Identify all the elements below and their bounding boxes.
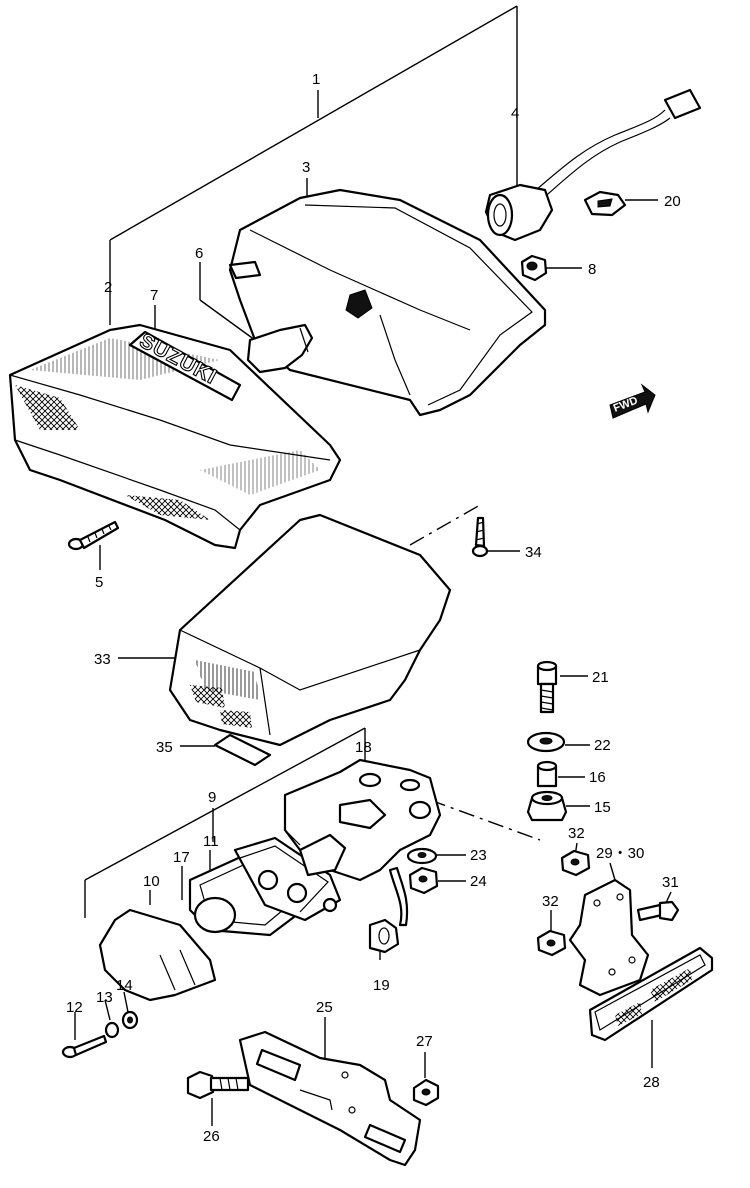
- callout-6: 6: [195, 245, 203, 262]
- callout-32a: 32: [568, 825, 585, 842]
- screw-part-5: [67, 520, 120, 551]
- nut-part-32a: [560, 849, 591, 877]
- callout-17: 17: [173, 849, 190, 866]
- callout-10: 10: [143, 873, 160, 890]
- callout-2: 2: [104, 279, 112, 296]
- bulb-part: [246, 323, 314, 374]
- callout-9: 9: [208, 789, 216, 806]
- screw-part-12: [61, 1034, 108, 1059]
- callout-labels: 1 2 3 4 5 6 7 8 9 10 11 12 13 14 15 16 1…: [66, 71, 681, 1145]
- leader-lines: [74, 5, 672, 1126]
- screw-part-31: [636, 900, 680, 922]
- callout-28: 28: [643, 1074, 660, 1091]
- callout-32b: 32: [542, 893, 559, 910]
- fwd-arrow-icon: FWD: [609, 383, 656, 419]
- cushion-part-15: [526, 790, 568, 822]
- callout-26: 26: [203, 1128, 220, 1145]
- callout-33: 33: [94, 651, 111, 668]
- callout-5: 5: [95, 574, 103, 591]
- callout-19: 19: [373, 977, 390, 994]
- rear-reflector-part: [588, 946, 714, 1042]
- callout-7: 7: [150, 287, 158, 304]
- reflector-bracket-part: [568, 878, 650, 997]
- washer-part-22: [526, 731, 566, 753]
- wire-part: [388, 866, 409, 927]
- callout-18: 18: [355, 739, 372, 756]
- callout-31: 31: [662, 874, 679, 891]
- reflector-strip-part: [213, 733, 272, 767]
- callout-4: 4: [511, 105, 519, 122]
- callout-15: 15: [594, 799, 611, 816]
- callout-20: 20: [664, 193, 681, 210]
- callout-27: 27: [416, 1033, 433, 1050]
- license-lens-part: [98, 908, 217, 1002]
- nut-part-27: [412, 1078, 440, 1107]
- grommet-part-19: [368, 918, 400, 954]
- callout-16: 16: [589, 769, 606, 786]
- bolt-part-21: [536, 660, 558, 714]
- callout-21: 21: [592, 669, 609, 686]
- callout-34: 34: [525, 544, 542, 561]
- callout-11: 11: [203, 833, 219, 850]
- callout-22: 22: [594, 737, 611, 754]
- washer-part-14: [121, 1010, 139, 1030]
- license-plate-bracket-part: [238, 1030, 422, 1167]
- callout-13: 13: [96, 989, 113, 1006]
- washer-part-23: [406, 847, 438, 865]
- callout-29-30: 29・30: [596, 845, 644, 862]
- callout-25: 25: [316, 999, 333, 1016]
- callout-12: 12: [66, 999, 83, 1016]
- callout-24: 24: [470, 873, 487, 890]
- callout-1: 1: [312, 71, 320, 88]
- lamp-housing-part: [228, 188, 547, 417]
- callout-8: 8: [588, 261, 596, 278]
- callout-35: 35: [156, 739, 173, 756]
- nut-part-24: [408, 866, 439, 895]
- nut-part-32b: [536, 929, 567, 957]
- washer-part-13: [104, 1021, 120, 1039]
- rear-cover-part: [168, 513, 452, 747]
- callout-23: 23: [470, 847, 487, 864]
- callout-3: 3: [302, 159, 310, 176]
- callout-14: 14: [116, 977, 133, 994]
- bolt-part-26: [186, 1070, 250, 1100]
- socket-harness-part: [484, 88, 702, 242]
- nut-part-8: [520, 254, 548, 282]
- license-lamp-part: [188, 833, 347, 937]
- collar-part-16: [536, 760, 558, 788]
- screw-part-34: [471, 516, 489, 558]
- grommet-part: [583, 190, 627, 217]
